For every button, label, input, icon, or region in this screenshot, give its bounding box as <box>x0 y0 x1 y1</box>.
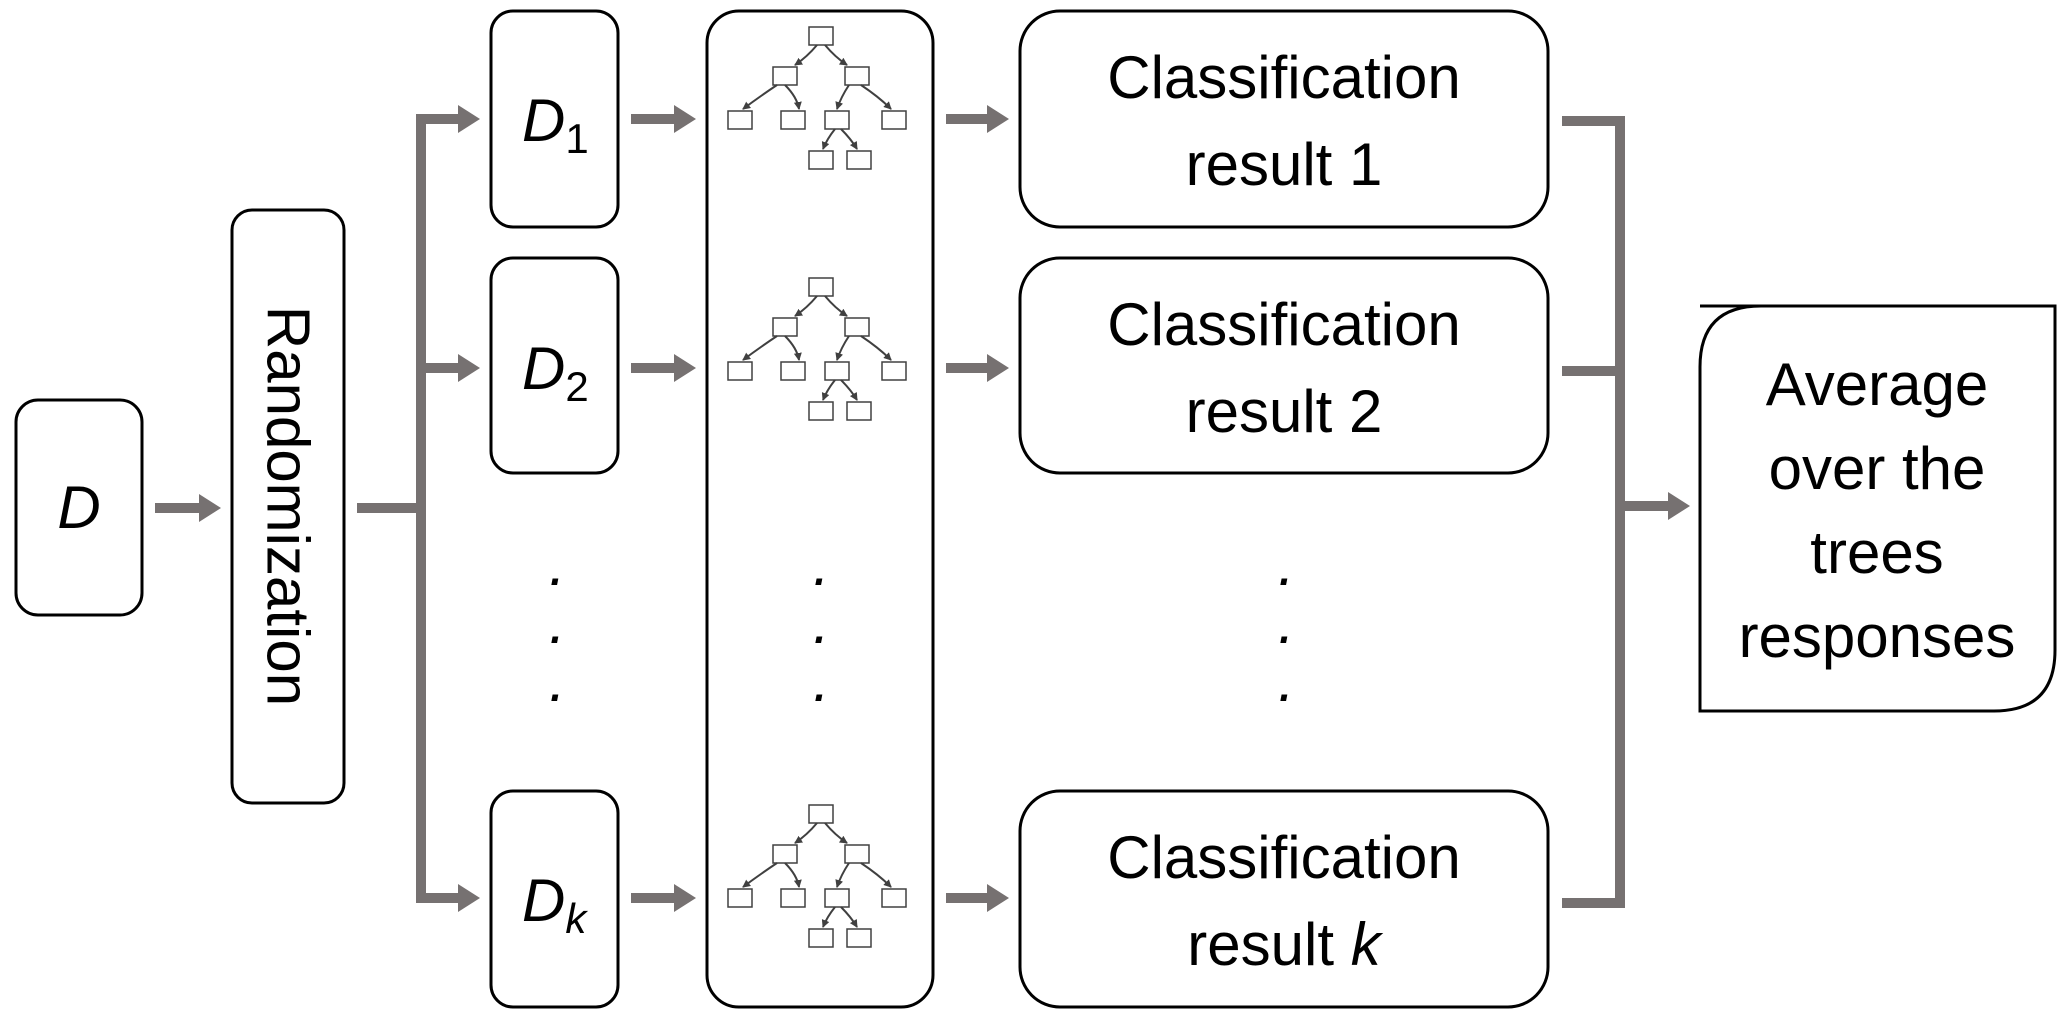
result-1-line2: result 1 <box>1186 131 1383 198</box>
svg-text:.: . <box>549 647 566 714</box>
subset-k-label: Dk <box>522 867 588 942</box>
svg-text:.: . <box>1278 531 1295 598</box>
result-2-line2: result 2 <box>1186 378 1383 445</box>
input-dataset-node: D <box>14 398 144 617</box>
svg-text:.: . <box>549 531 566 598</box>
svg-text:.: . <box>1278 647 1295 714</box>
merge-connector <box>1562 116 1690 908</box>
randomization-label: Randomization <box>255 306 322 706</box>
subset-2-label: D2 <box>522 335 589 410</box>
result-2-line1: Classification <box>1107 291 1460 358</box>
results-ellipsis: . . . <box>1278 531 1295 714</box>
average-line-1: Average <box>1766 351 1988 418</box>
subset-node-2: D2 <box>489 256 620 475</box>
average-output-node: Average over the trees responses <box>1698 304 2057 713</box>
result-k-line1: Classification <box>1107 824 1460 891</box>
average-line-2: over the <box>1769 435 1986 502</box>
subset-node-1: D1 <box>489 9 620 229</box>
input-dataset-label: D <box>57 474 100 541</box>
svg-text:.: . <box>1278 589 1295 656</box>
average-line-4: responses <box>1739 603 2016 670</box>
result-k-line2: result k <box>1187 911 1383 978</box>
subset-node-k: Dk <box>489 789 620 1009</box>
result-1-line1: Classification <box>1107 44 1460 111</box>
classification-result-2: Classification result 2 <box>1018 256 1550 475</box>
svg-text:.: . <box>813 647 830 714</box>
classification-result-k: Classification result k <box>1018 789 1550 1009</box>
split-connector <box>357 105 480 912</box>
subset-1-label: D1 <box>522 87 589 162</box>
average-line-3: trees <box>1810 519 1943 586</box>
svg-text:.: . <box>813 589 830 656</box>
svg-text:.: . <box>549 589 566 656</box>
trees-ellipsis: . . . <box>813 531 830 714</box>
subset-ellipsis: . . . <box>549 531 566 714</box>
randomization-node: Randomization <box>230 208 346 805</box>
svg-text:.: . <box>813 531 830 598</box>
trees-panel <box>705 9 935 1009</box>
classification-result-1: Classification result 1 <box>1018 9 1550 229</box>
